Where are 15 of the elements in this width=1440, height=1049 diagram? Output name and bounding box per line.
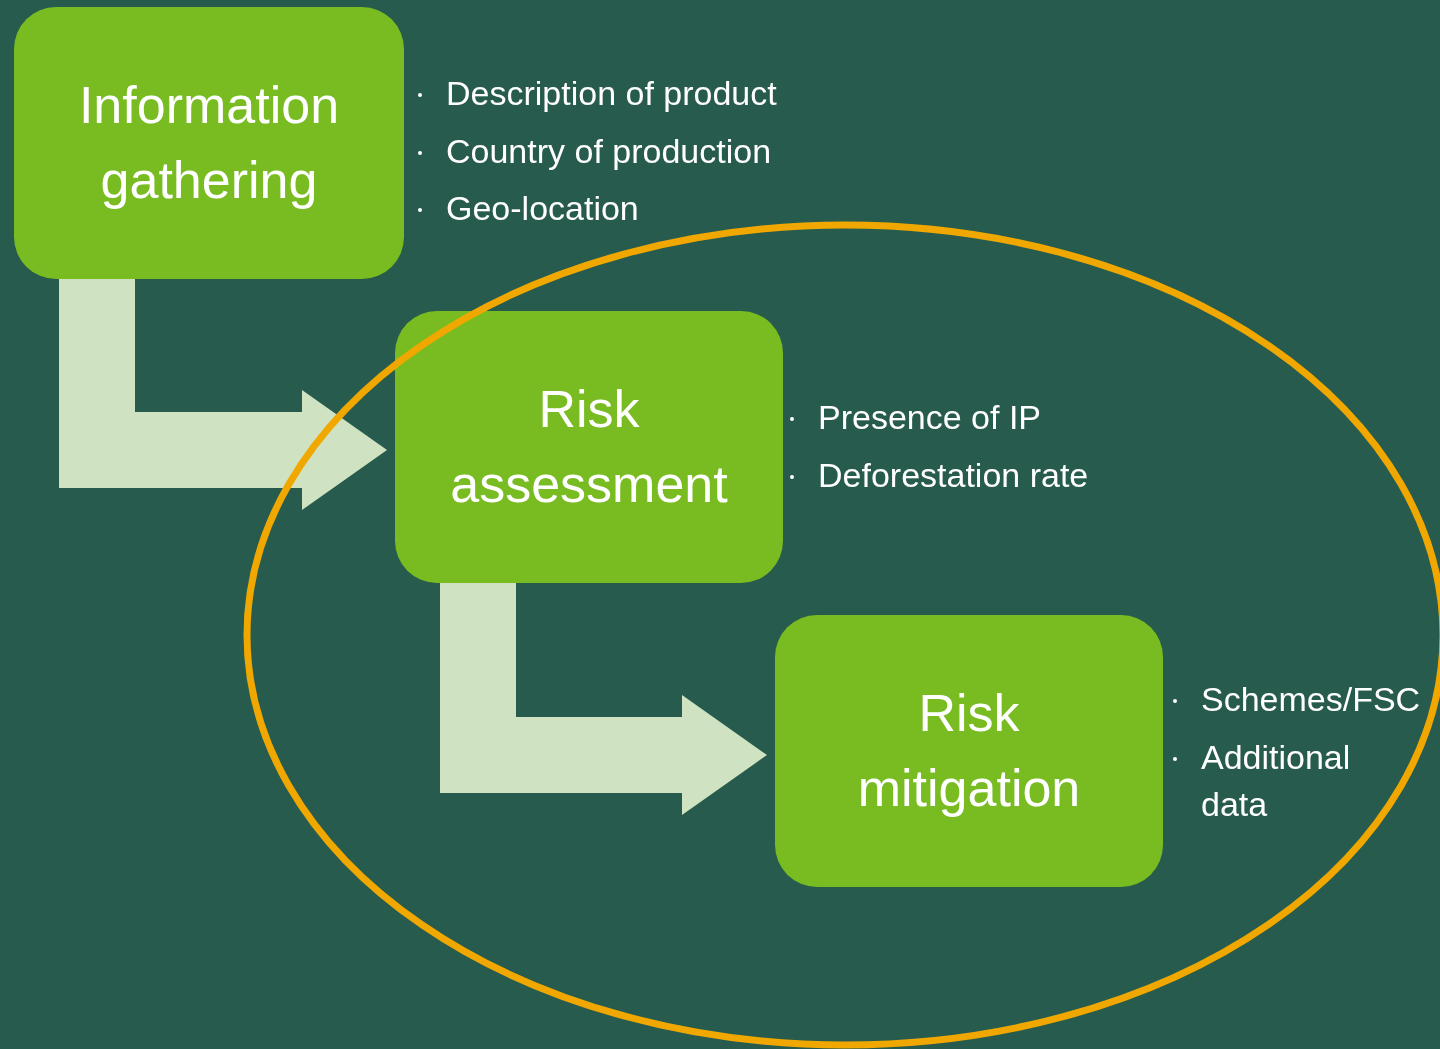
bullet-item: Country of production bbox=[418, 127, 858, 176]
process-box bbox=[395, 311, 783, 583]
box-title: Risk mitigation bbox=[856, 682, 1082, 819]
bullet-item: Presence of IP bbox=[790, 394, 1190, 442]
block-arrow bbox=[440, 583, 767, 815]
bullet-item: Deforestation rate bbox=[790, 451, 1190, 500]
box-title: Risk assessment bbox=[449, 378, 729, 515]
process-box bbox=[775, 615, 1163, 887]
box-title: Information gathering bbox=[77, 74, 341, 211]
block-arrow bbox=[59, 279, 387, 510]
bullet-item: Geo-location bbox=[418, 185, 858, 233]
bullet-item: Additional data bbox=[1173, 733, 1423, 829]
bullet-item: Description of product bbox=[418, 70, 858, 118]
process-box bbox=[14, 7, 404, 279]
bullet-item: Schemes/FSC bbox=[1173, 676, 1423, 724]
